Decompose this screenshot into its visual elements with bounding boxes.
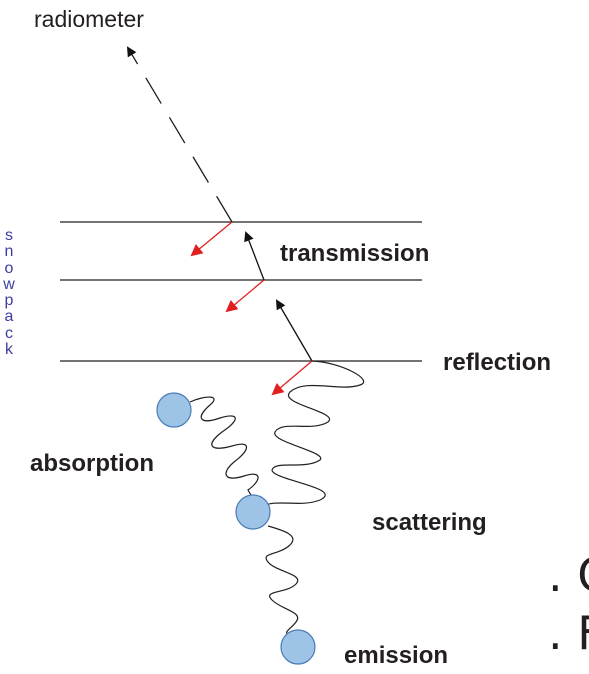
transmission-label: transmission (280, 240, 430, 267)
dashed-path-to-radiometer (126, 46, 233, 223)
transmission-arrow-upper (244, 231, 265, 281)
snowpack-letter: k (5, 341, 13, 359)
reflected-arrow-middle (225, 279, 265, 313)
radiometer-label: radiometer (34, 6, 144, 32)
reflected-arrow-bottom (271, 360, 313, 396)
cutoff-text-line1: . C (548, 548, 589, 602)
snowpack-vertical-label: s n o w p a c k (0, 227, 18, 359)
absorption-label: absorption (30, 450, 154, 477)
wave-scattering-to-emission (265, 525, 299, 637)
transmission-arrow-lower (275, 299, 313, 362)
reflected-arrow-top (190, 221, 233, 257)
snowpack-letter: s (5, 227, 13, 244)
scattering-label: scattering (372, 509, 487, 536)
snowpack-letter: n (4, 243, 14, 261)
snowpack-letter: a (4, 308, 14, 326)
snowpack-letter: w (3, 275, 15, 293)
reflection-label: reflection (443, 349, 552, 376)
snowpack-letter: o (4, 259, 14, 277)
snowpack-letter: c (5, 324, 13, 342)
wave-reflection-to-scattering (261, 360, 365, 508)
particle-scattering (235, 494, 271, 530)
snowpack-letter: p (4, 292, 14, 310)
particle-emission (280, 629, 316, 665)
wave-absorption-to-scattering (189, 396, 259, 501)
emission-label: emission (344, 642, 449, 669)
cutoff-text-line2: . F (548, 606, 589, 660)
particle-absorption (156, 392, 192, 428)
